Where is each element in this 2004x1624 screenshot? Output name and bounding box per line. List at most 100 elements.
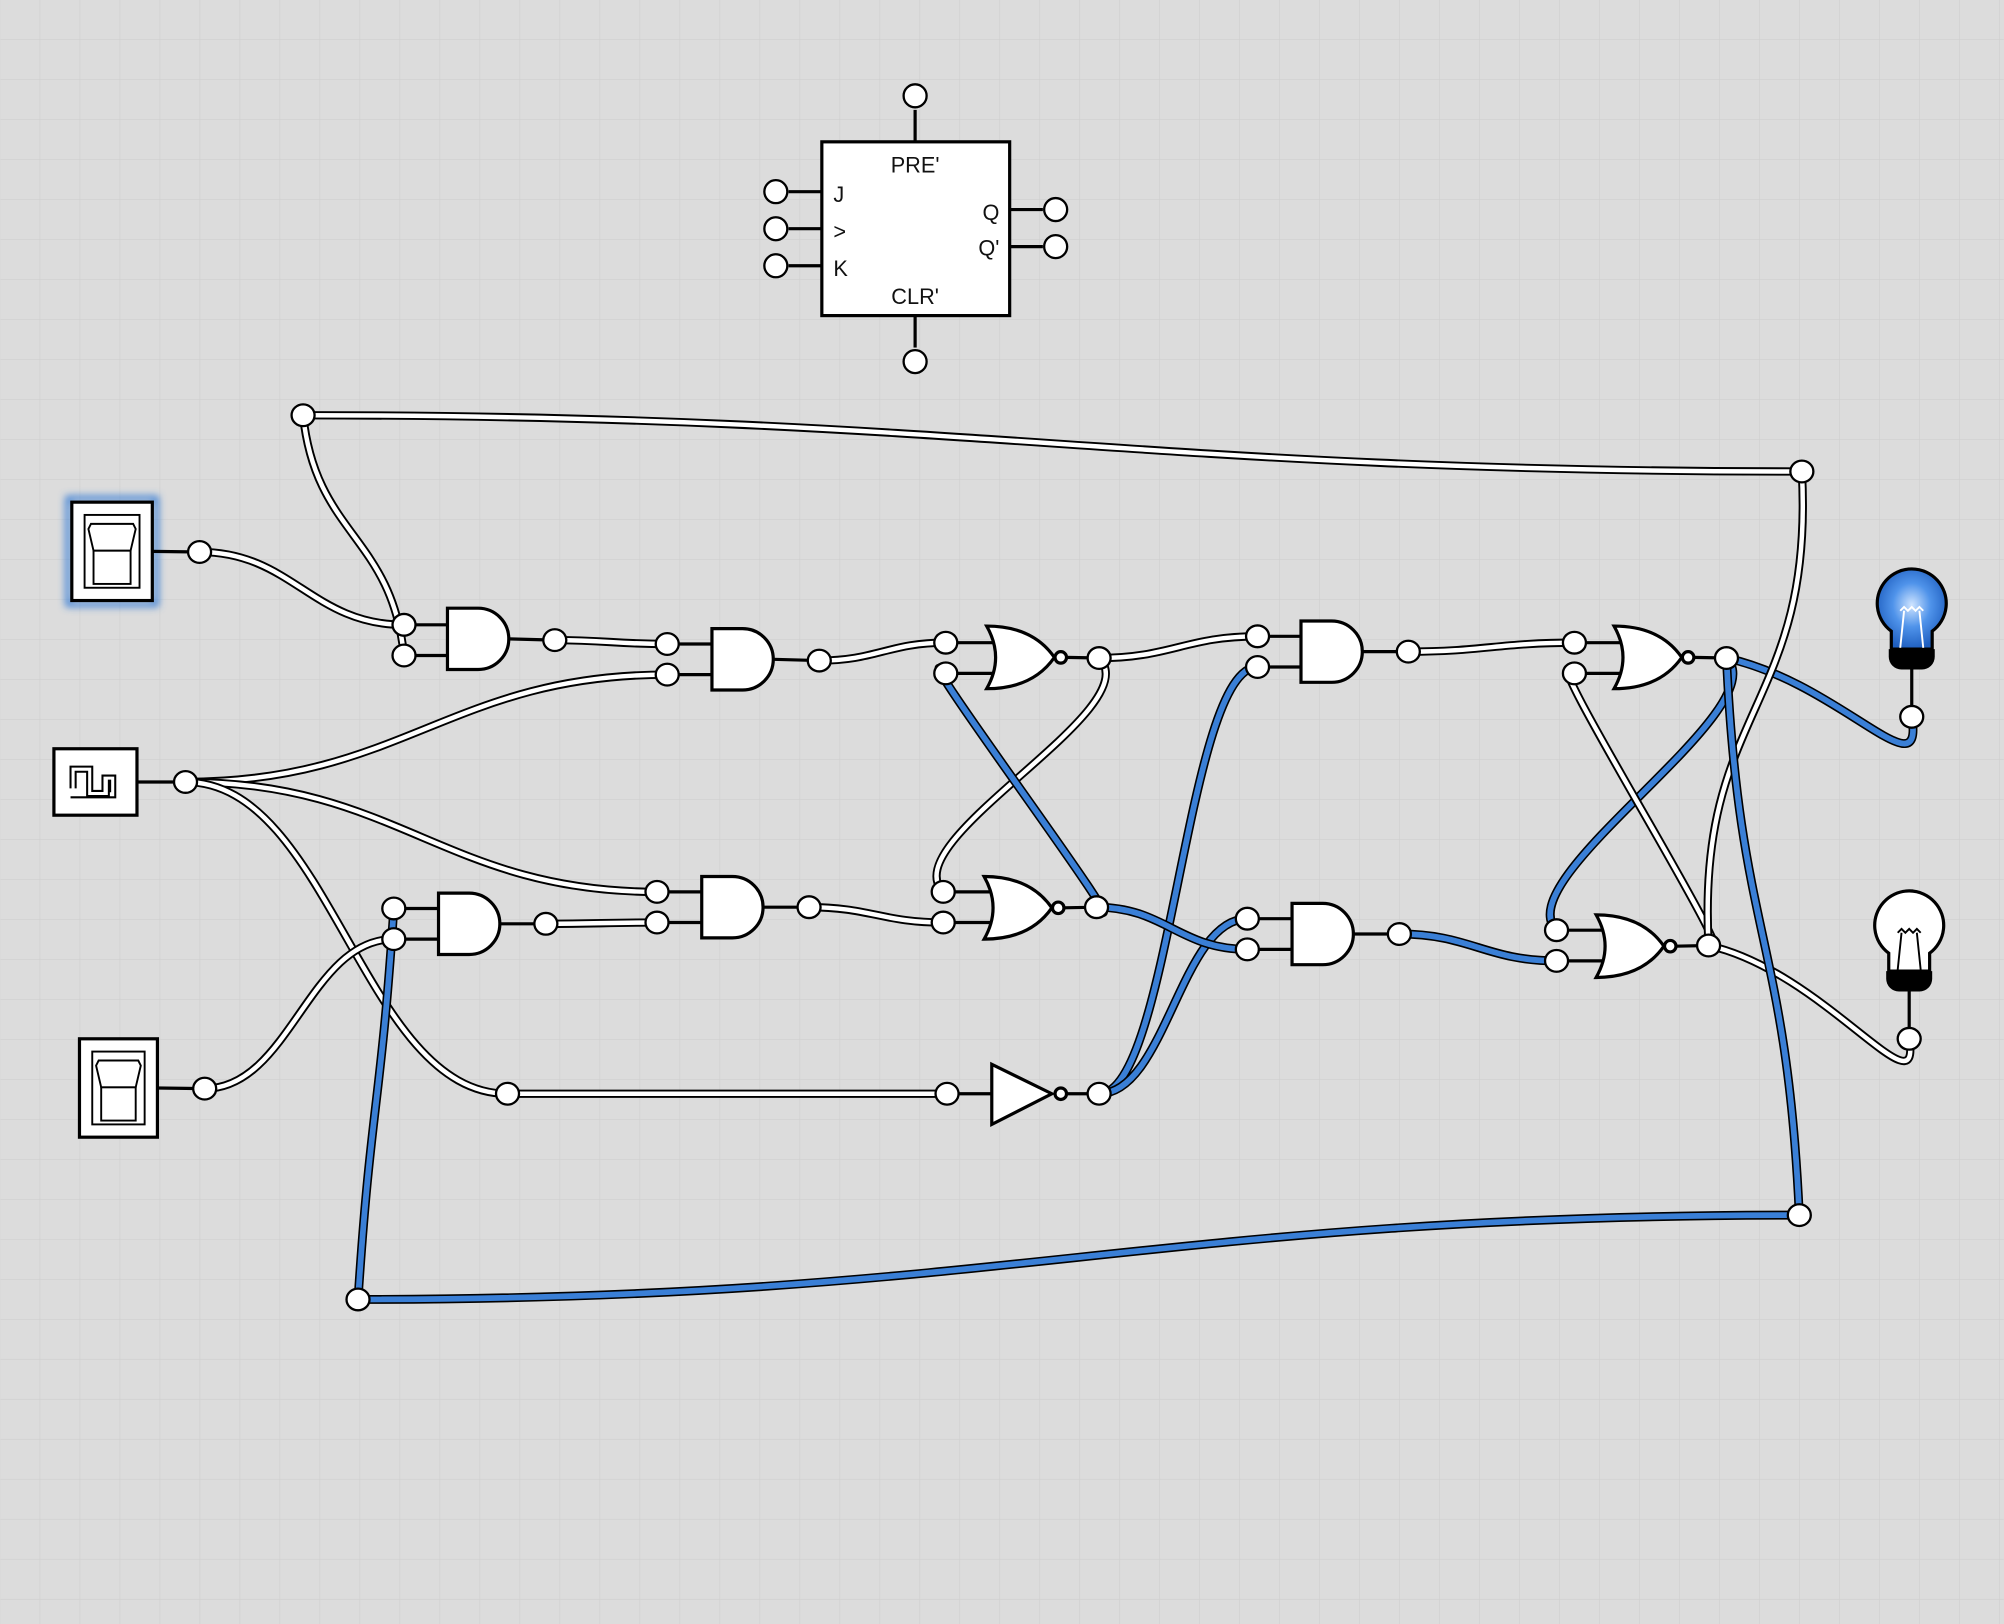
wire-inactive[interactable] bbox=[1704, 941, 1915, 1066]
output-pin[interactable] bbox=[186, 539, 213, 564]
nor-gate-2[interactable] bbox=[1561, 624, 1740, 691]
input-pin[interactable] bbox=[930, 910, 956, 935]
wire-active[interactable] bbox=[1722, 653, 1804, 1220]
output-pin[interactable] bbox=[1695, 933, 1722, 958]
pin-q-not[interactable] bbox=[1043, 233, 1069, 260]
toggle-switch-top[interactable] bbox=[65, 495, 213, 607]
input-pin[interactable] bbox=[1234, 906, 1260, 931]
and-gate-6[interactable] bbox=[1234, 901, 1413, 967]
not-gate[interactable] bbox=[934, 1061, 1112, 1128]
inversion-bubble bbox=[1680, 650, 1696, 665]
label-k: K bbox=[833, 256, 848, 281]
and-gate-2[interactable] bbox=[654, 627, 832, 692]
label-q: Q bbox=[983, 200, 1000, 225]
wire-active[interactable] bbox=[353, 1210, 1804, 1304]
pin-k[interactable] bbox=[763, 253, 789, 279]
pin-clr[interactable] bbox=[902, 348, 928, 375]
input-pin[interactable] bbox=[654, 662, 680, 687]
wire-inactive[interactable] bbox=[298, 411, 1807, 476]
wire-inactive[interactable] bbox=[200, 934, 398, 1093]
clock-source[interactable] bbox=[52, 747, 199, 817]
and-gate-1[interactable] bbox=[391, 606, 568, 672]
wire-active[interactable] bbox=[353, 903, 399, 1304]
input-pin[interactable] bbox=[381, 896, 407, 921]
wire-node-pin[interactable] bbox=[1789, 459, 1815, 484]
wire-node[interactable] bbox=[1786, 1203, 1812, 1228]
input-pin[interactable] bbox=[1244, 624, 1271, 649]
wire-inactive[interactable] bbox=[550, 635, 672, 649]
input-pin[interactable] bbox=[1899, 704, 1925, 729]
input-pin[interactable] bbox=[934, 1081, 960, 1106]
output-pin[interactable] bbox=[1386, 922, 1413, 947]
and-gate-5[interactable] bbox=[644, 874, 822, 940]
wire-inactive[interactable] bbox=[181, 777, 662, 897]
pin-clk[interactable] bbox=[763, 216, 789, 242]
wire-active[interactable] bbox=[1092, 902, 1252, 954]
light-bulb-icon bbox=[1875, 567, 1948, 651]
pin-q[interactable] bbox=[1043, 196, 1069, 223]
wire-node-pin[interactable] bbox=[290, 403, 316, 428]
input-pin[interactable] bbox=[1896, 1026, 1922, 1051]
input-pin[interactable] bbox=[381, 927, 407, 952]
light-bulb-icon bbox=[1873, 889, 1946, 973]
output-pin[interactable] bbox=[1083, 895, 1110, 920]
wire-inactive[interactable] bbox=[298, 411, 409, 660]
output-pin[interactable] bbox=[192, 1076, 218, 1101]
wire-node-pin[interactable] bbox=[1786, 1203, 1812, 1228]
output-pin[interactable] bbox=[806, 648, 832, 673]
and-gate-4[interactable] bbox=[381, 891, 559, 957]
wire-inactive[interactable] bbox=[804, 903, 948, 927]
wire-node[interactable] bbox=[494, 1081, 521, 1106]
jk-flip-flop[interactable]: PRE' J > K Q Q' CLR' bbox=[763, 83, 1069, 375]
output-pin[interactable] bbox=[1395, 639, 1421, 664]
wire-node[interactable] bbox=[1789, 459, 1815, 484]
input-pin[interactable] bbox=[1244, 654, 1271, 679]
wire-node-pin[interactable] bbox=[345, 1287, 371, 1312]
nor-gate-3[interactable] bbox=[930, 874, 1110, 941]
wire-active[interactable] bbox=[1394, 929, 1562, 966]
wire-inactive[interactable] bbox=[932, 653, 1110, 897]
output-pin[interactable] bbox=[1086, 1081, 1112, 1106]
wire-inactive[interactable] bbox=[181, 777, 512, 1098]
label-j: J bbox=[833, 182, 844, 207]
wire-inactive[interactable] bbox=[541, 918, 662, 928]
input-pin[interactable] bbox=[1543, 918, 1570, 943]
input-pin[interactable] bbox=[391, 612, 417, 637]
wire-inactive[interactable] bbox=[1703, 467, 1807, 950]
output-pin[interactable] bbox=[1713, 646, 1740, 671]
wire-node[interactable] bbox=[345, 1287, 371, 1312]
input-pin[interactable] bbox=[933, 630, 959, 655]
input-pin[interactable] bbox=[1234, 937, 1260, 962]
wire-inactive[interactable] bbox=[195, 547, 409, 629]
input-pin[interactable] bbox=[933, 661, 959, 686]
input-pin[interactable] bbox=[1561, 661, 1588, 686]
output-pin[interactable] bbox=[542, 628, 568, 653]
output-pin[interactable] bbox=[533, 911, 559, 936]
input-pin[interactable] bbox=[930, 879, 956, 904]
toggle-switch-bottom[interactable] bbox=[77, 1037, 218, 1139]
input-pin[interactable] bbox=[654, 631, 680, 656]
input-pin[interactable] bbox=[644, 879, 670, 904]
input-pin[interactable] bbox=[644, 910, 670, 935]
nor-gate-1[interactable] bbox=[933, 624, 1112, 691]
wire-node[interactable] bbox=[290, 403, 316, 428]
wire-inactive[interactable] bbox=[1094, 632, 1262, 663]
and-gate-3[interactable] bbox=[1244, 619, 1421, 684]
nor-gate-4[interactable] bbox=[1543, 913, 1722, 980]
pin-pre[interactable] bbox=[902, 83, 928, 109]
input-pin[interactable] bbox=[391, 643, 417, 668]
output-pin[interactable] bbox=[796, 895, 822, 920]
wire-active[interactable] bbox=[1094, 662, 1263, 1099]
inversion-bubble bbox=[1050, 900, 1066, 916]
wire-inactive[interactable] bbox=[181, 670, 672, 787]
pin-j[interactable] bbox=[763, 179, 789, 205]
wire-active[interactable] bbox=[1094, 914, 1252, 1099]
wire-inactive[interactable] bbox=[1404, 638, 1579, 656]
input-pin[interactable] bbox=[1561, 630, 1588, 655]
input-pin[interactable] bbox=[1543, 948, 1570, 973]
output-pin[interactable] bbox=[172, 769, 199, 794]
wire-inactive[interactable] bbox=[815, 638, 950, 665]
wire-node-pin[interactable] bbox=[494, 1081, 521, 1106]
output-pin[interactable] bbox=[1086, 646, 1112, 671]
